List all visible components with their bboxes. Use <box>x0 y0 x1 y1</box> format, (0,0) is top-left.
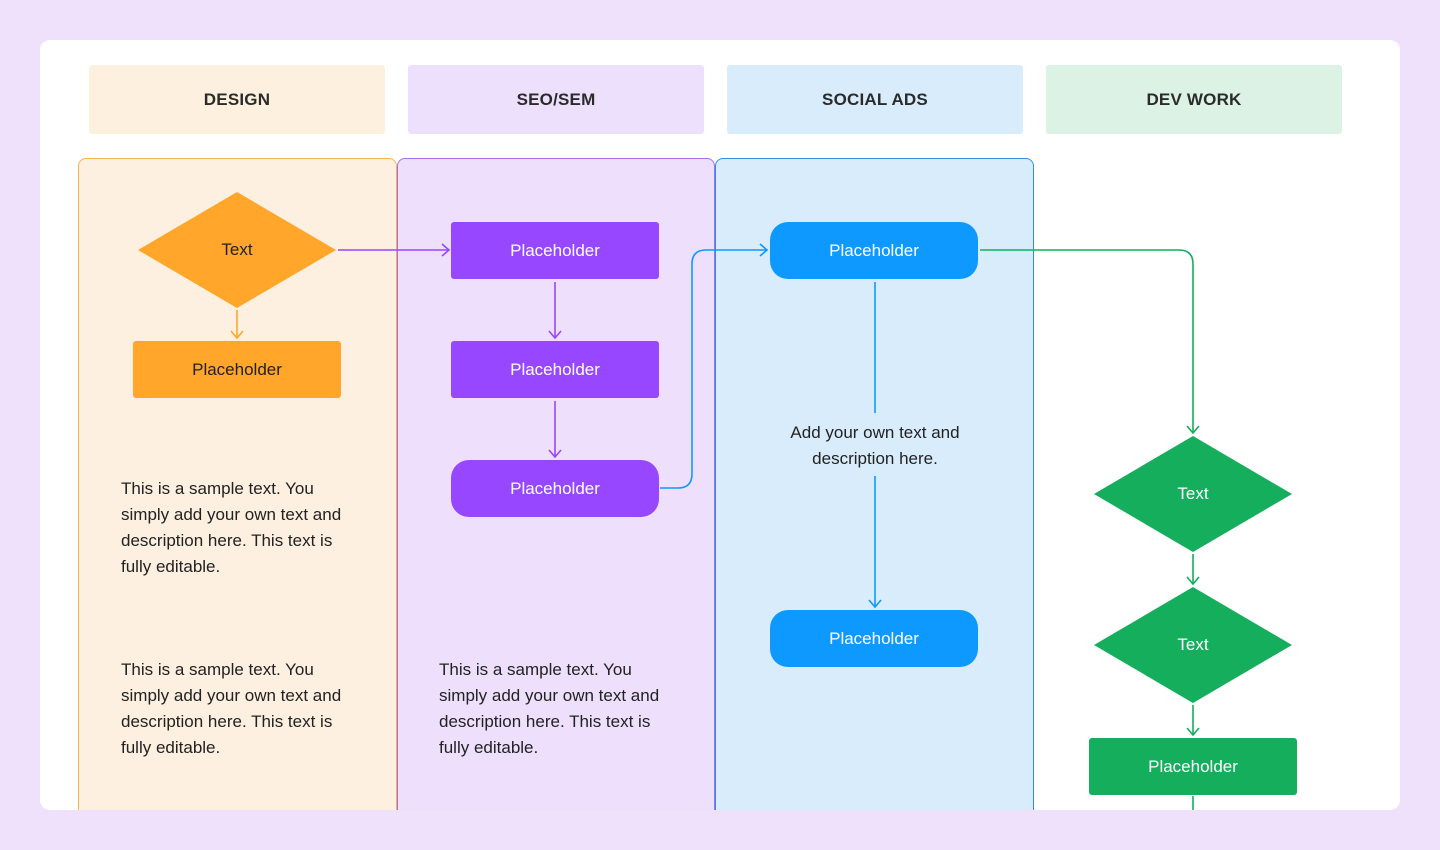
seo-placeholder-box-1[interactable]: Placeholder <box>451 222 659 279</box>
lane-title-design: DESIGN <box>203 89 271 109</box>
lane-header-social-ads[interactable]: SOCIAL ADS <box>727 65 1023 134</box>
social-note-text: Add your own text and description here. <box>790 423 960 468</box>
dev-diamond-2-shape[interactable] <box>1094 587 1292 703</box>
lane-header-seo-sem[interactable]: SEO/SEM <box>408 65 704 134</box>
seo-placeholder-box-3[interactable]: Placeholder <box>451 460 659 517</box>
design-text-block-1: This is a sample text. You simply add yo… <box>121 479 342 576</box>
connector-design-diamond-to-box <box>230 310 244 340</box>
dev-diamond-1-label[interactable]: Text <box>1177 484 1209 503</box>
design-diamond-shape[interactable] <box>138 192 336 308</box>
seo-placeholder-box-2[interactable]: Placeholder <box>451 341 659 398</box>
connector-social-note-to-box2 <box>868 476 882 609</box>
social-placeholder-box-2[interactable]: Placeholder <box>770 610 978 667</box>
connector-dev-diamond2-to-box <box>1186 705 1200 737</box>
dev-placeholder-box[interactable]: Placeholder <box>1089 738 1297 795</box>
lane-header-design[interactable]: DESIGN <box>89 65 385 134</box>
seo-text-block-1: This is a sample text. You simply add yo… <box>439 660 660 757</box>
connectors-layer <box>138 192 1292 810</box>
lane-title-seo-sem: SEO/SEM <box>516 89 596 109</box>
connector-seo-box2-to-box3 <box>548 401 562 459</box>
design-placeholder-box[interactable]: Placeholder <box>133 341 341 398</box>
lane-title-social-ads: SOCIAL ADS <box>822 89 928 109</box>
dev-diamond-1-shape[interactable] <box>1094 436 1292 552</box>
connector-seo-to-social <box>660 243 769 489</box>
design-text-block-2: This is a sample text. You simply add yo… <box>121 660 342 757</box>
connector-social-to-dev <box>980 249 1200 435</box>
connector-dev-diamond1-to-diamond2 <box>1186 554 1200 586</box>
connector-design-to-seo <box>338 243 451 257</box>
lane-header-dev-work[interactable]: DEV WORK <box>1046 65 1342 134</box>
social-placeholder-box-1[interactable]: Placeholder <box>770 222 978 279</box>
dev-diamond-2-label[interactable]: Text <box>1177 635 1209 654</box>
flowchart-board: DESIGN SEO/SEM SOCIAL ADS DEV WORK <box>40 40 1400 810</box>
lane-title-dev-work: DEV WORK <box>1146 89 1242 109</box>
design-diamond-label[interactable]: Text <box>221 240 253 259</box>
connector-seo-box1-to-box2 <box>548 282 562 340</box>
